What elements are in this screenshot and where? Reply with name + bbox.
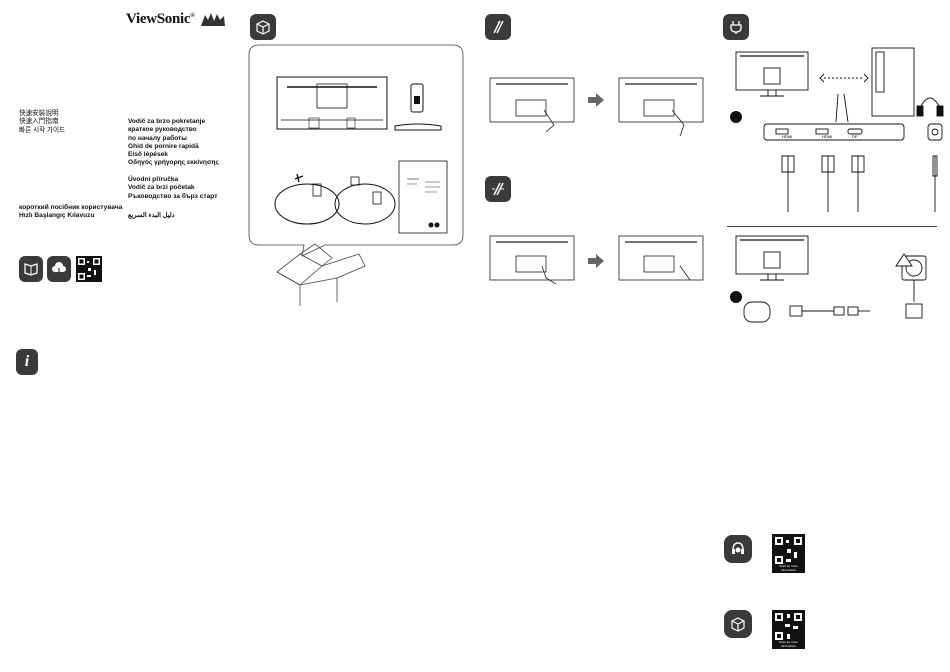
- qr-caption: Scan for more information: [779, 564, 798, 572]
- headset-support-icon: [724, 535, 752, 563]
- stand-drawing: [394, 83, 442, 131]
- info-icon: i: [16, 349, 38, 375]
- power-cable-drawing: [274, 173, 340, 225]
- port-label-hdmi-1: HDMI: [782, 134, 792, 139]
- step-number-1: [730, 111, 742, 123]
- product-cube-icon: [724, 610, 752, 638]
- stand-install-icon: [485, 14, 511, 40]
- guide-title-list-european: Vodič za brzo pokretanje краткое руковод…: [128, 118, 219, 200]
- section-divider: [727, 226, 937, 227]
- birds-logo-icon: [201, 13, 225, 26]
- video-cable-drawing: [334, 176, 396, 225]
- guide-title-list-asian: 快速安裝說明 快速入門指南 빠른 시작 가이드: [19, 110, 66, 134]
- stand-remove-icon: [485, 176, 511, 202]
- cardboard-box-drawing: [276, 243, 366, 306]
- product-qr-code[interactable]: Scan for more information: [772, 610, 805, 649]
- step-arrow-2: [588, 254, 604, 268]
- qr-caption: Scan for more information: [779, 640, 798, 648]
- monitor-rear-drawing: [276, 76, 388, 130]
- book-download-icon[interactable]: [19, 256, 43, 282]
- quick-start-guide-drawing: [398, 160, 448, 234]
- connection-illustration: HDMI HDMI DP: [730, 47, 944, 323]
- box-contents-illustration: [248, 44, 464, 306]
- guide-title-list-bottom: короткий посібник користувача Hızlı Başl…: [19, 204, 123, 220]
- port-label-hdmi-2: HDMI: [822, 134, 832, 139]
- step-number-2: [730, 291, 742, 303]
- brand-logo: ViewSonic®: [126, 11, 195, 27]
- box-icon: [250, 14, 276, 40]
- download-qr-code[interactable]: [76, 256, 102, 282]
- power-plug-icon: [723, 14, 749, 40]
- port-label-dp: DP: [852, 134, 858, 139]
- cloud-download-icon[interactable]: [47, 256, 71, 282]
- stand-steps-illustration: [489, 77, 704, 285]
- support-qr-code[interactable]: Scan for more information: [772, 534, 805, 573]
- step-arrow-1: [588, 93, 604, 107]
- guide-title-arabic: دليل البدء السريع: [128, 212, 175, 219]
